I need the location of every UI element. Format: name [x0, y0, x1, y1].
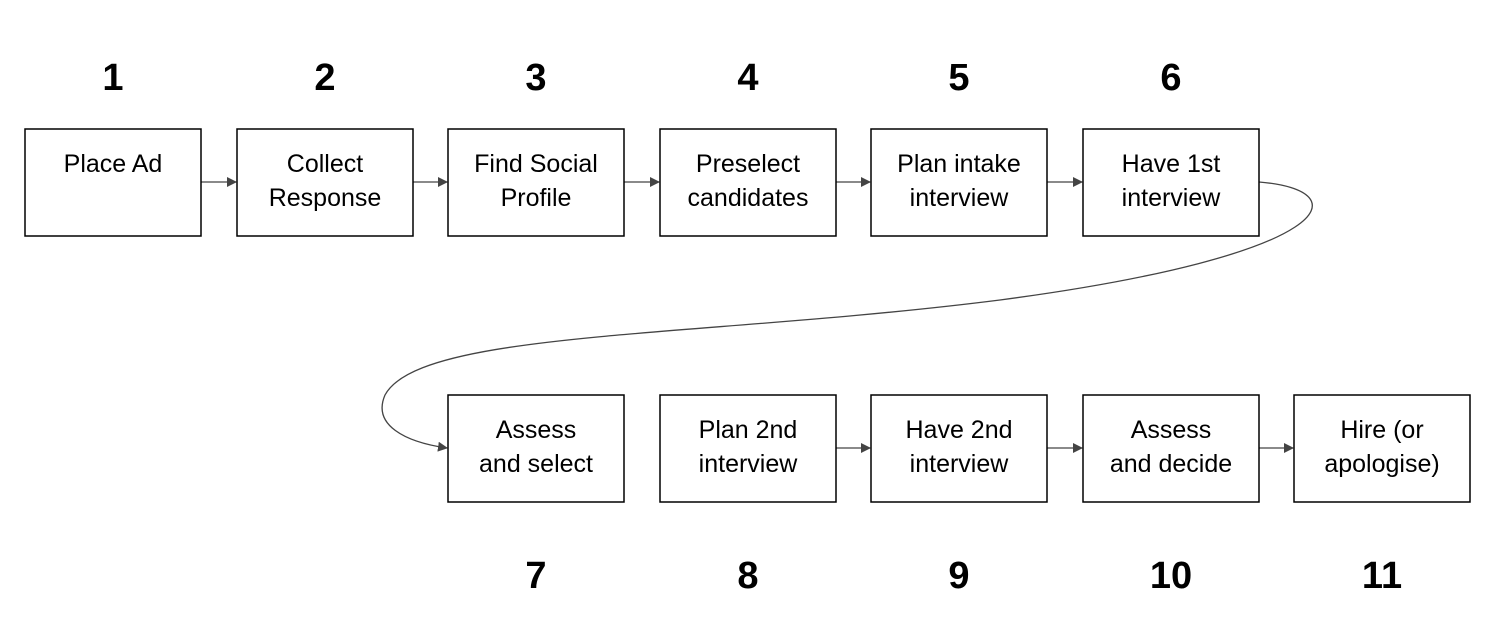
step-4-number: 4 [737, 57, 758, 99]
step-11-rect [1293, 394, 1471, 503]
step-9-number: 9 [948, 555, 969, 597]
step-11-number: 11 [1362, 555, 1402, 597]
step-9-label-line-1: Have 2nd [905, 416, 1012, 444]
step-5-box: Plan intake interview [870, 128, 1048, 237]
step-6-rect [1082, 128, 1260, 237]
step-6-label-line-1: Have 1st [1122, 150, 1221, 178]
step-10-box: Assess and decide [1082, 394, 1260, 503]
step-7-number: 7 [525, 555, 546, 597]
step-4-rect [659, 128, 837, 237]
step-8-label-line-1: Plan 2nd [699, 416, 798, 444]
step-9-rect [870, 394, 1048, 503]
step-2-label-line-1: Collect [287, 150, 363, 178]
step-7-label-line-1: Assess [496, 416, 577, 444]
step-3-number: 3 [525, 57, 546, 99]
step-11-box: Hire (or apologise) [1293, 394, 1471, 503]
step-2-label-line-2: Response [269, 184, 382, 212]
step-7-rect [447, 394, 625, 503]
step-10-rect [1082, 394, 1260, 503]
connectors [201, 177, 1313, 453]
step-4-box: Preselect candidates [659, 128, 837, 237]
step-8-number: 8 [737, 555, 758, 597]
step-11-label-line-2: apologise) [1324, 450, 1439, 478]
step-1-label-line-1: Place Ad [64, 150, 163, 178]
step-5-number: 5 [948, 57, 969, 99]
step-7-box: Assess and select [447, 394, 625, 503]
step-2-number: 2 [314, 57, 335, 99]
step-8-box: Plan 2nd interview [659, 394, 837, 503]
step-4-label-line-1: Preselect [696, 150, 800, 178]
step-9-label-line-2: interview [910, 450, 1010, 478]
step-5-rect [870, 128, 1048, 237]
step-3-label-line-1: Find Social [474, 150, 598, 178]
step-3-label-line-2: Profile [501, 184, 572, 212]
arrow-6-to-7 [381, 181, 1313, 452]
step-6-number: 6 [1160, 57, 1181, 99]
step-8-rect [659, 394, 837, 503]
step-1-box: Place Ad [24, 128, 202, 237]
step-3-rect [447, 128, 625, 237]
step-11-label-line-1: Hire (or [1340, 416, 1423, 444]
step-10-label-line-1: Assess [1131, 416, 1212, 444]
step-5-label-line-2: interview [910, 184, 1010, 212]
step-5-label-line-1: Plan intake [897, 150, 1021, 178]
step-8-label-line-2: interview [699, 450, 799, 478]
step-10-number: 10 [1150, 555, 1192, 597]
step-6-label-line-2: interview [1122, 184, 1222, 212]
step-1-rect [24, 128, 202, 237]
step-2-rect [236, 128, 414, 237]
step-9-box: Have 2nd interview [870, 394, 1048, 503]
step-7-label-line-2: and select [479, 450, 593, 478]
step-10-label-line-2: and decide [1110, 450, 1232, 478]
step-6-box: Have 1st interview [1082, 128, 1260, 237]
step-1-number: 1 [102, 57, 123, 99]
step-4-label-line-2: candidates [688, 184, 809, 212]
